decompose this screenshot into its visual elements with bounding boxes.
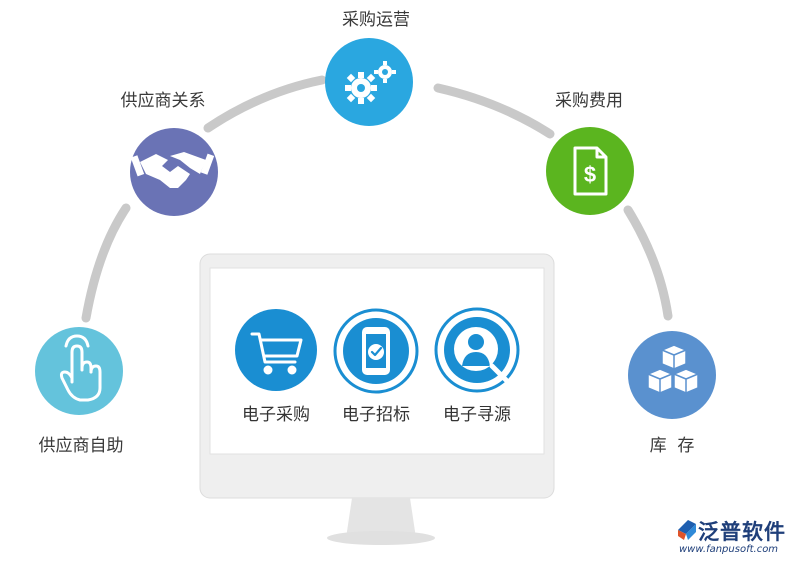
hand-pointer-icon — [59, 334, 102, 402]
node-supplier-relations[interactable] — [130, 128, 218, 216]
handshake-icon — [130, 152, 215, 188]
brand-logo[interactable]: 泛普软件 www.fanpusoft.com — [676, 516, 804, 560]
brand-url: www.fanpusoft.com — [679, 544, 779, 555]
label-e-bidding: 电子招标 — [342, 405, 410, 425]
user-search-icon — [454, 327, 509, 383]
connector-arc — [81, 75, 673, 323]
boxes-icon — [647, 344, 699, 394]
label-inventory: 库 存 — [649, 436, 695, 456]
node-procurement-operations[interactable] — [325, 38, 413, 126]
node-procurement-cost[interactable]: $ — [546, 127, 634, 215]
phone-check-icon — [362, 327, 390, 375]
label-e-purchase: 电子采购 — [242, 405, 310, 425]
fanpu-logo-icon — [678, 520, 696, 540]
label-supplier-self-service: 供应商自助 — [38, 436, 124, 456]
label-procurement-operations: 采购运营 — [342, 10, 410, 30]
node-e-sourcing[interactable] — [434, 307, 520, 393]
shopping-cart-icon — [250, 332, 303, 375]
dollar-document-icon: $ — [573, 146, 608, 196]
gears-icon — [345, 61, 396, 104]
label-procurement-cost: 采购费用 — [555, 91, 623, 111]
node-e-purchase[interactable] — [235, 309, 317, 391]
node-supplier-self-service[interactable] — [35, 327, 123, 415]
brand-name: 泛普软件 — [698, 520, 786, 544]
node-e-bidding[interactable] — [333, 308, 419, 394]
svg-text:$: $ — [584, 162, 596, 187]
node-inventory[interactable] — [628, 331, 716, 419]
label-e-sourcing: 电子寻源 — [443, 405, 511, 425]
label-supplier-relations: 供应商关系 — [120, 91, 206, 111]
